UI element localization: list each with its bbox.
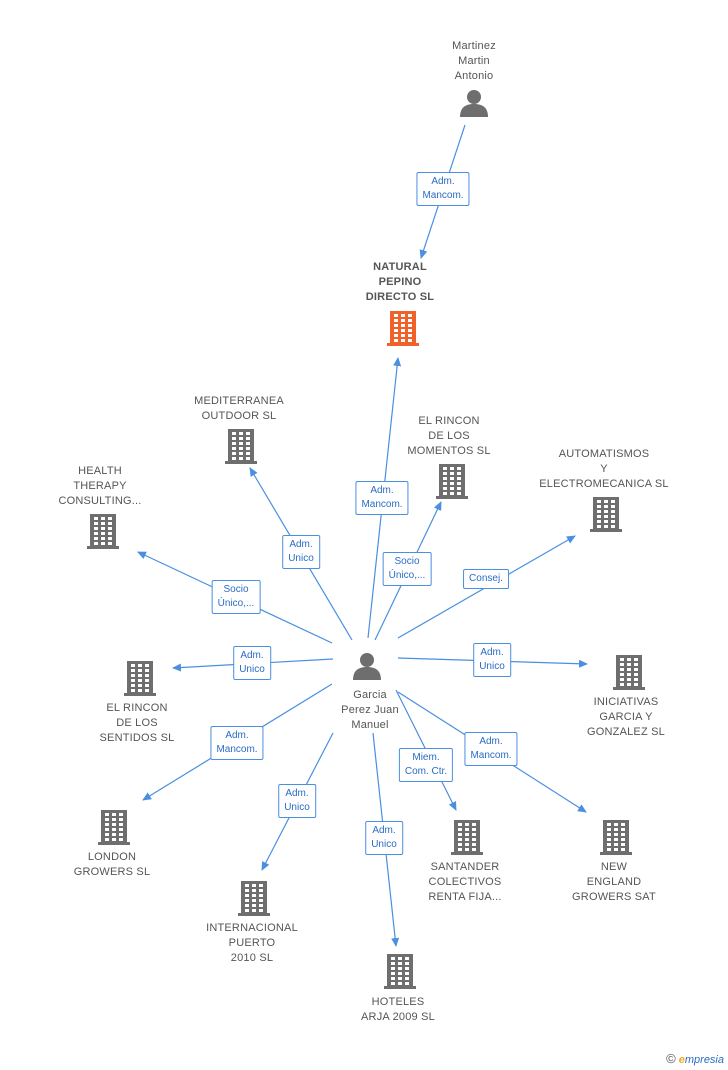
edge-label-garcia-mediterranea[interactable]: Adm. Unico bbox=[282, 535, 320, 569]
edge-label-garcia-internacional[interactable]: Adm. Unico bbox=[278, 784, 316, 818]
building-icon bbox=[238, 881, 270, 916]
node-icon-mediterranea[interactable] bbox=[225, 428, 257, 469]
node-icon-martinez[interactable] bbox=[459, 89, 489, 122]
node-label-health[interactable]: HEALTH THERAPY CONSULTING... bbox=[58, 465, 142, 507]
node-label-garcia[interactable]: Garcia Perez Juan Manuel bbox=[341, 689, 399, 731]
node-icon-rincon-momentos[interactable] bbox=[436, 463, 468, 504]
building-icon bbox=[590, 497, 622, 532]
node-label-internacional[interactable]: INTERNACIONAL PUERTO 2010 SL bbox=[206, 922, 298, 964]
node-label-martinez[interactable]: Martinez Martin Antonio bbox=[452, 40, 496, 82]
edge-label-garcia-natural[interactable]: Adm. Mancom. bbox=[355, 481, 409, 515]
building-icon bbox=[384, 954, 416, 989]
node-label-london[interactable]: LONDON GROWERS SL bbox=[73, 851, 151, 878]
node-icon-iniciativas[interactable] bbox=[613, 654, 645, 695]
brand-initial: e bbox=[678, 1054, 685, 1066]
edge-label-garcia-rincon-momentos[interactable]: Socio Único,... bbox=[382, 552, 432, 586]
person-icon bbox=[353, 653, 381, 680]
edge-label-garcia-santander[interactable]: Miem. Com. Ctr. bbox=[398, 748, 454, 782]
node-label-mediterranea[interactable]: MEDITERRANEA OUTDOOR SL bbox=[194, 395, 284, 422]
edge-label-garcia-automatismos[interactable]: Consej. bbox=[463, 569, 509, 589]
edge-label-garcia-london[interactable]: Adm. Mancom. bbox=[210, 726, 264, 760]
node-icon-london[interactable] bbox=[98, 809, 130, 850]
building-icon bbox=[436, 464, 468, 499]
person-icon bbox=[460, 90, 488, 117]
building-icon bbox=[613, 655, 645, 690]
building-icon bbox=[225, 429, 257, 464]
edge-label-garcia-new-england[interactable]: Adm. Mancom. bbox=[464, 732, 518, 766]
edge-label-garcia-iniciativas[interactable]: Adm. Unico bbox=[473, 643, 511, 677]
footer-brand: ©empresia bbox=[666, 1051, 724, 1066]
node-icon-rincon-sentidos[interactable] bbox=[124, 660, 156, 701]
edge-label-garcia-hoteles[interactable]: Adm. Unico bbox=[365, 821, 403, 855]
node-label-new-england[interactable]: NEW ENGLAND GROWERS SAT bbox=[572, 861, 656, 903]
node-icon-health[interactable] bbox=[87, 513, 119, 554]
node-icon-natural[interactable] bbox=[387, 310, 419, 351]
building-icon bbox=[98, 810, 130, 845]
node-icon-santander[interactable] bbox=[451, 819, 483, 860]
node-icon-garcia[interactable] bbox=[352, 652, 382, 685]
edge-label-garcia-health[interactable]: Socio Único,... bbox=[211, 580, 261, 614]
building-icon bbox=[600, 820, 632, 855]
edge-label-garcia-rincon-sentidos[interactable]: Adm. Unico bbox=[233, 646, 271, 680]
node-label-santander[interactable]: SANTANDER COLECTIVOS RENTA FIJA... bbox=[428, 861, 502, 903]
node-label-automatismos[interactable]: AUTOMATISMOS Y ELECTROMECANICA SL bbox=[539, 448, 669, 490]
brand-name: mpresia bbox=[684, 1054, 724, 1066]
building-icon bbox=[387, 311, 419, 346]
node-icon-new-england[interactable] bbox=[600, 819, 632, 860]
building-icon bbox=[124, 661, 156, 696]
node-label-natural[interactable]: NATURAL PEPINO DIRECTO SL bbox=[365, 261, 435, 303]
copyright-symbol: © bbox=[666, 1051, 676, 1066]
building-icon bbox=[87, 514, 119, 549]
building-icon bbox=[451, 820, 483, 855]
node-icon-hoteles[interactable] bbox=[384, 953, 416, 994]
node-label-iniciativas[interactable]: INICIATIVAS GARCIA Y GONZALEZ SL bbox=[587, 696, 665, 738]
node-label-rincon-sentidos[interactable]: EL RINCON DE LOS SENTIDOS SL bbox=[99, 702, 175, 744]
edge-label-martinez-natural[interactable]: Adm. Mancom. bbox=[416, 172, 470, 206]
node-icon-automatismos[interactable] bbox=[590, 496, 622, 537]
node-label-rincon-momentos[interactable]: EL RINCON DE LOS MOMENTOS SL bbox=[407, 415, 491, 457]
node-label-hoteles[interactable]: HOTELES ARJA 2009 SL bbox=[361, 996, 435, 1023]
node-icon-internacional[interactable] bbox=[238, 880, 270, 921]
